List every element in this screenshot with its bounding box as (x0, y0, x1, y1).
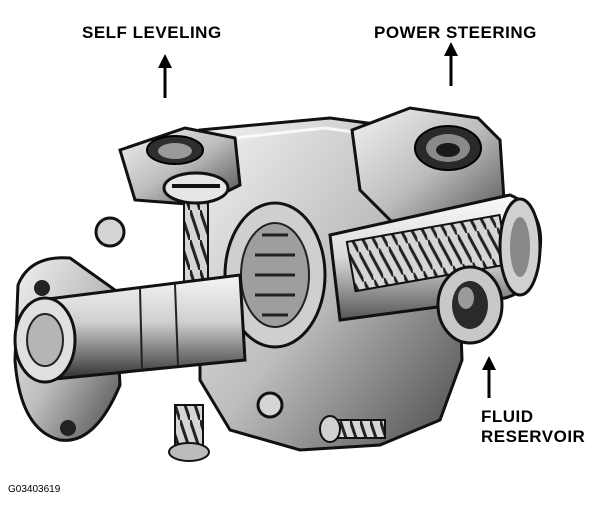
reservoir-fitting (436, 265, 504, 345)
self-leveling-label: SELF LEVELING (82, 23, 222, 42)
fluid-reservoir-arrow (482, 356, 496, 398)
lower-bolt (168, 404, 210, 462)
housing-bolt (319, 415, 386, 443)
drive-shaft (13, 273, 247, 384)
reservoir-label: RESERVOIR (481, 427, 586, 446)
figure-code: G03403619 (8, 484, 61, 495)
power-steering-arrow (444, 42, 458, 86)
side-bolt (94, 216, 284, 419)
power-steering-label: POWER STEERING (374, 23, 537, 42)
fluid-reservoir-label: FLUID RESERVOIR (481, 407, 585, 447)
self-leveling-arrow (158, 54, 172, 98)
fluid-label: FLUID (481, 407, 534, 426)
